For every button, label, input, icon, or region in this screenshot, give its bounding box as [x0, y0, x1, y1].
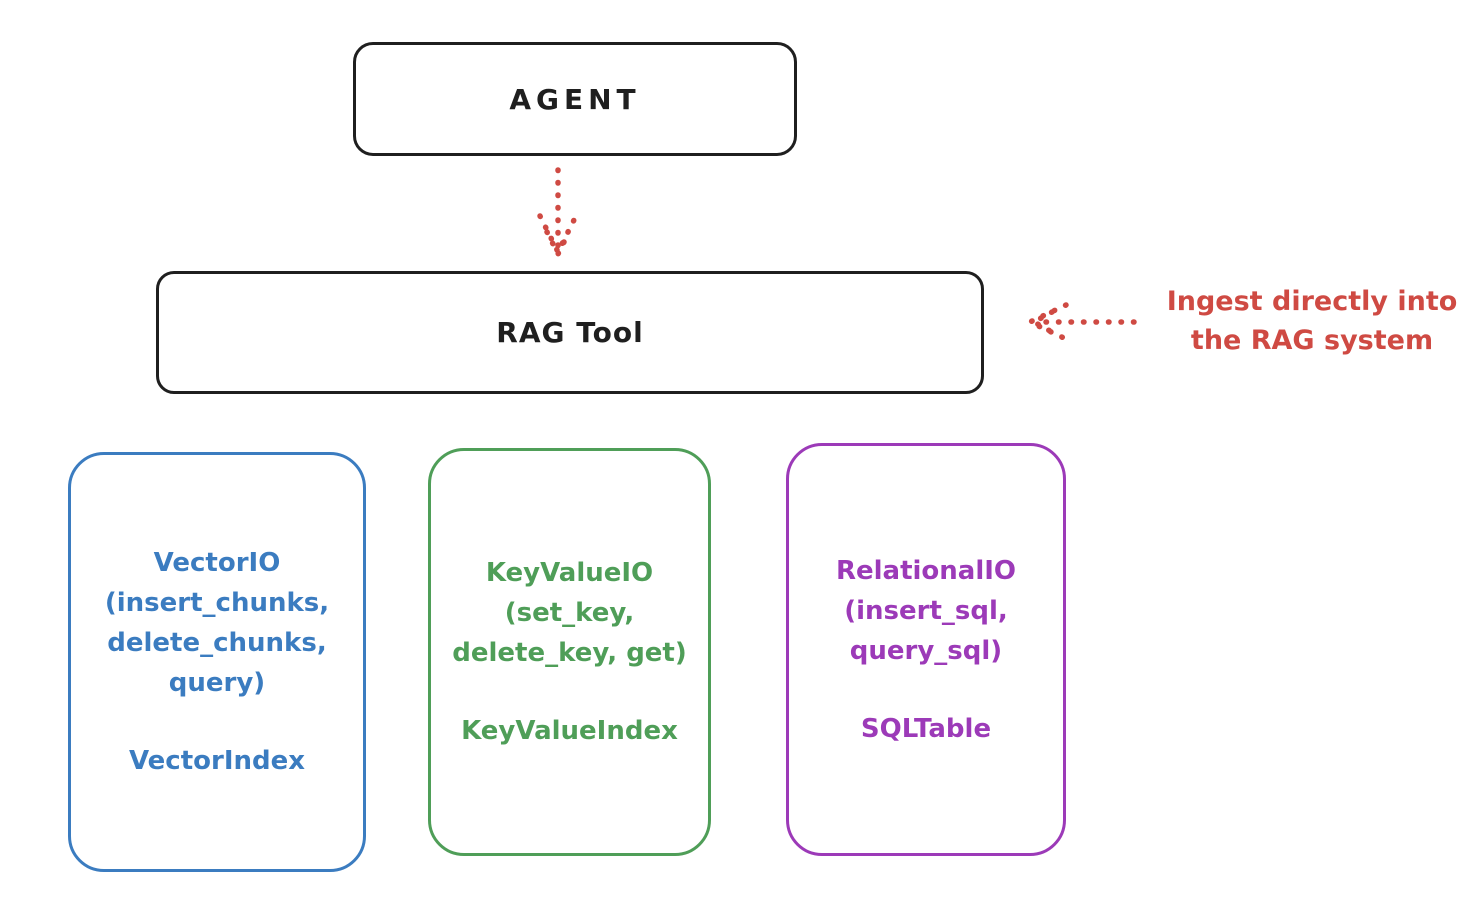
relational-io-title: RelationalIO [835, 555, 1017, 586]
relational-io-methods-line-1: (insert_sql, [844, 595, 1008, 626]
relational-io-methods-line-2: query_sql) [849, 635, 1003, 666]
annotation-to-rag-arrow [1027, 302, 1137, 342]
vector-io-methods-line-2: delete_chunks, [107, 628, 327, 658]
annotation-text: Ingest directly into the RAG system [1140, 282, 1484, 360]
vector-io-title: VectorIO [153, 548, 281, 578]
vector-io-node: VectorIO (insert_chunks, delete_chunks, … [68, 452, 366, 872]
sql-table-label: SQLTable [860, 713, 992, 744]
agent-label: AGENT [509, 82, 641, 116]
vector-index-label: VectorIndex [128, 746, 306, 776]
rag-tool-label: RAG Tool [496, 316, 644, 349]
keyvalue-io-methods-line-2: delete_key, get) [452, 638, 687, 668]
agent-node: AGENT [353, 42, 797, 156]
rag-tool-node: RAG Tool [156, 271, 984, 394]
keyvalue-index-label: KeyValueIndex [461, 716, 678, 746]
vector-io-methods-line-1: (insert_chunks, [104, 588, 330, 618]
keyvalue-io-title: KeyValueIO [485, 558, 654, 588]
relational-io-node: RelationalIO (insert_sql, query_sql) SQL… [786, 443, 1066, 856]
keyvalue-io-node: KeyValueIO (set_key, delete_key, get) Ke… [428, 448, 711, 856]
annotation-line-2: the RAG system [1190, 325, 1434, 356]
vector-io-methods-line-3: query) [168, 668, 266, 698]
keyvalue-io-methods-line-1: (set_key, [504, 598, 635, 628]
agent-to-rag-arrow [537, 167, 579, 257]
annotation-line-1: Ingest directly into [1166, 286, 1458, 317]
